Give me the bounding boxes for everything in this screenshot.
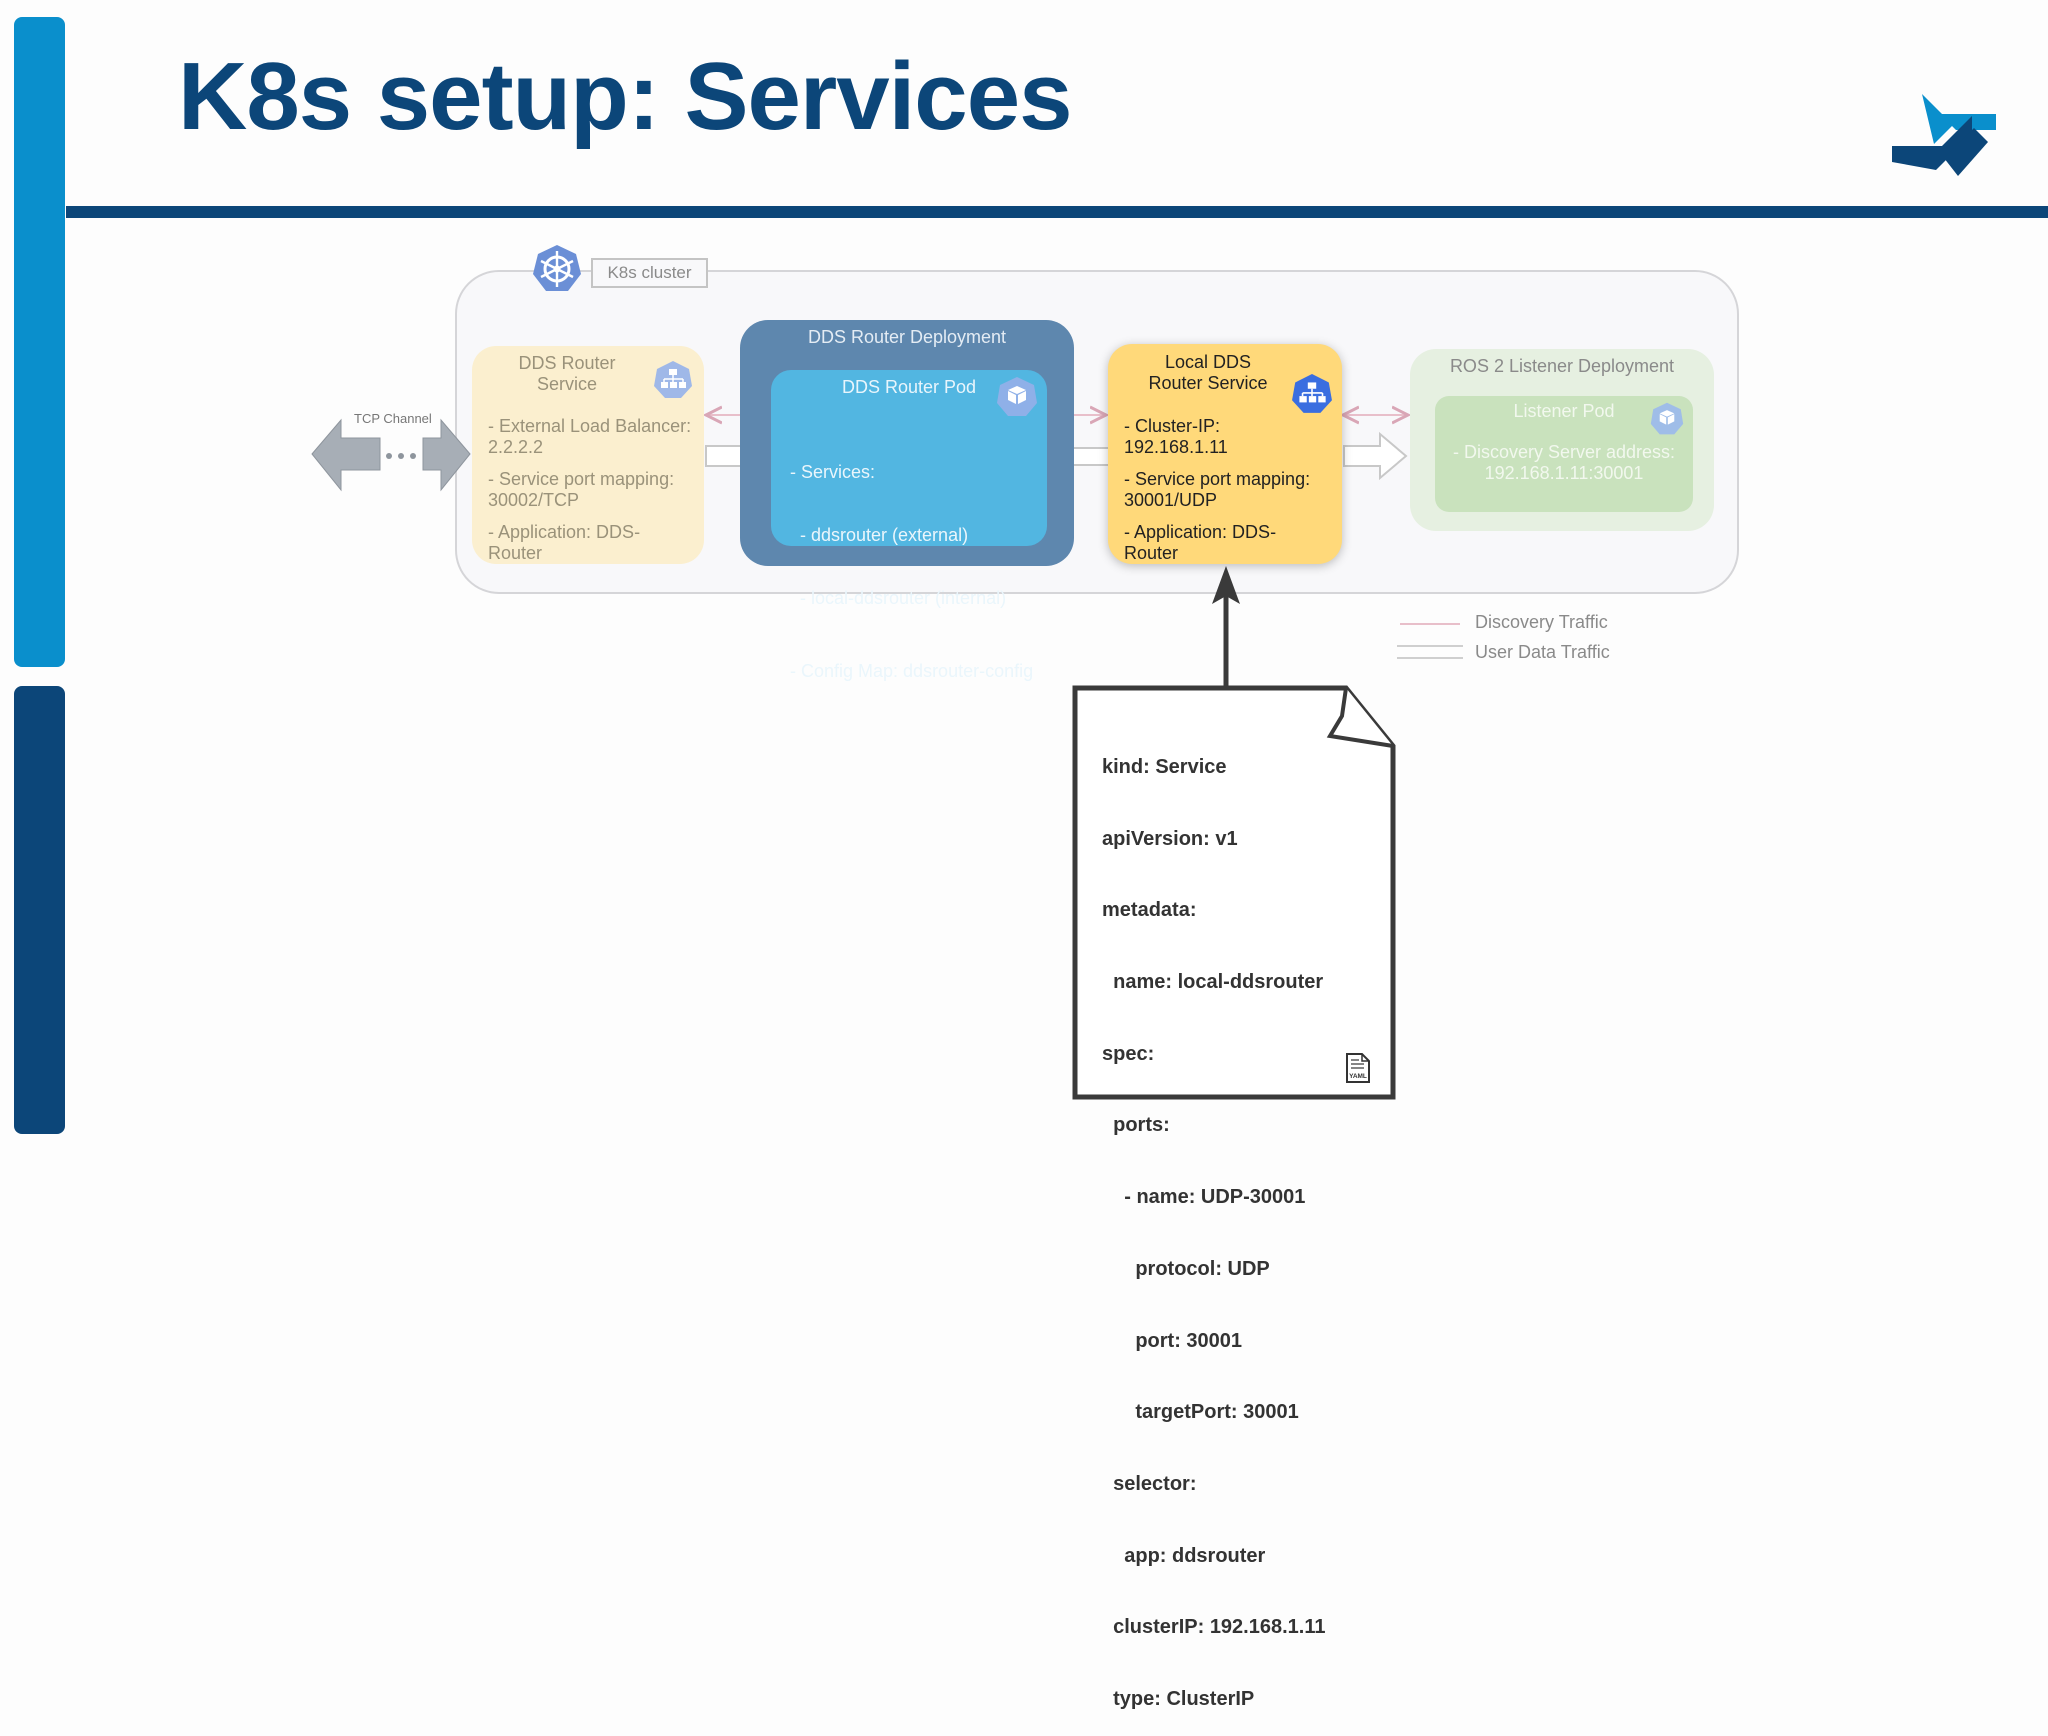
local-dds-router-service-title: Local DDS Router Service xyxy=(1148,352,1268,393)
yaml-line: port: 30001 xyxy=(1102,1329,1243,1352)
dds-router-pod-line: - Services: xyxy=(790,462,876,482)
yaml-file-icon: YAML xyxy=(1346,1053,1370,1083)
dds-router-pod-line: - local-ddsrouter (internal) xyxy=(790,588,1007,608)
yaml-line: spec: xyxy=(1102,1042,1155,1065)
dds-router-pod-box: DDS Router Pod - Services: - ddsrouter (… xyxy=(771,370,1047,681)
service-network-icon xyxy=(1292,374,1332,413)
ros2-listener-deployment-title: ROS 2 Listener Deployment xyxy=(1449,356,1675,376)
dds-router-service-item: - External Load Balancer: 2.2.2.2 xyxy=(488,416,692,457)
pod-cube-icon xyxy=(997,377,1037,416)
yaml-line: kind: Service xyxy=(1102,755,1227,778)
dds-router-service-details: - External Load Balancer: 2.2.2.2 - Serv… xyxy=(488,416,692,575)
yaml-line: - name: UDP-30001 xyxy=(1102,1186,1306,1209)
dds-router-service-item: - Service port mapping: 30002/TCP xyxy=(488,469,675,510)
kubernetes-helm-icon xyxy=(533,245,581,291)
yaml-content: kind: Service apiVersion: v1 metadata: n… xyxy=(1102,708,1326,1736)
yaml-line: protocol: UDP xyxy=(1102,1257,1270,1280)
user-data-arrow-3 xyxy=(1343,431,1408,481)
yaml-line: apiVersion: v1 xyxy=(1102,827,1238,850)
dds-router-deployment-title: DDS Router Deployment xyxy=(807,327,1007,347)
dds-router-service-item: - Application: DDS-Router xyxy=(488,522,641,563)
local-dds-router-service-item: - Service port mapping: 30001/UDP xyxy=(1124,469,1311,510)
dds-router-pod-line: - Config Map: ddsrouter-config xyxy=(790,661,1034,681)
tcp-channel-arrow xyxy=(311,418,471,492)
service-network-icon xyxy=(654,361,692,398)
local-dds-router-service-item: - Application: DDS-Router xyxy=(1124,522,1277,563)
yaml-line: clusterIP: 192.168.1.11 xyxy=(1102,1616,1326,1639)
yaml-line: ports: xyxy=(1102,1114,1170,1137)
local-dds-router-service-details: - Cluster-IP: 192.168.1.11 - Service por… xyxy=(1124,416,1314,575)
legend-discovery-label: Discovery Traffic xyxy=(1475,612,1608,632)
dds-router-pod-line: - ddsrouter (external) xyxy=(790,525,969,545)
yaml-line: app: ddsrouter xyxy=(1102,1544,1266,1567)
yaml-line: selector: xyxy=(1102,1473,1197,1495)
yaml-line: name: local-ddsrouter xyxy=(1102,970,1324,993)
yaml-line: type: ClusterIP xyxy=(1102,1688,1255,1711)
k8s-cluster-label: K8s cluster xyxy=(591,258,708,288)
tcp-channel-label: TCP Channel xyxy=(354,411,432,426)
title-underline xyxy=(66,206,2048,218)
slide-title: K8s setup: Services xyxy=(178,43,1072,150)
pod-cube-icon xyxy=(1650,402,1684,435)
yaml-line: metadata: xyxy=(1102,899,1197,922)
accent-bar-bottom xyxy=(14,686,65,1134)
yaml-document xyxy=(1072,685,1396,1100)
yaml-icon-label: YAML xyxy=(1349,1073,1367,1080)
dds-router-service-title: DDS Router Service xyxy=(518,353,616,394)
listener-pod-title: Listener Pod xyxy=(1513,401,1615,421)
dds-router-service-box: DDS Router Service - External Load Balan… xyxy=(472,346,704,564)
listener-pod-box: Listener Pod - Discovery Server address:… xyxy=(1435,396,1693,512)
yaml-line: targetPort: 30001 xyxy=(1102,1401,1299,1424)
dds-router-pod-details: - Services: - ddsrouter (external) - loc… xyxy=(790,420,1040,724)
accent-bar-top xyxy=(14,17,65,667)
local-dds-router-service-item: - Cluster-IP: 192.168.1.11 xyxy=(1124,416,1228,457)
dds-router-pod-title: DDS Router Pod xyxy=(841,377,977,397)
listener-pod-details: - Discovery Server address: 192.168.1.11… xyxy=(1452,442,1676,483)
local-dds-router-service-box: Local DDS Router Service - Cluster-IP: 1… xyxy=(1108,344,1342,564)
brand-logo xyxy=(1892,94,1996,176)
legend-user-data-label: User Data Traffic xyxy=(1475,642,1610,662)
